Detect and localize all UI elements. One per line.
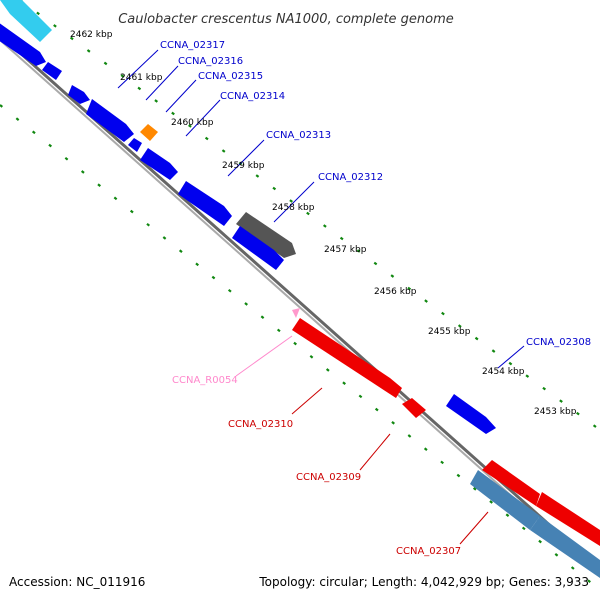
gene-ccna-02315 — [68, 85, 90, 104]
gene-steel-b — [530, 516, 600, 578]
gene-label-ccna-02312[interactable]: CCNA_02312 — [318, 172, 383, 183]
backbone-line-bottom — [0, 39, 600, 576]
scale-label: 2453 kbp — [534, 407, 577, 417]
gene-small — [128, 138, 142, 152]
scale-label: 2456 kbp — [374, 287, 417, 297]
leader-ccna-02307 — [459, 511, 489, 545]
gene-steel-a — [470, 470, 540, 530]
gene-ccna-r0054 — [292, 308, 300, 318]
leader-ccna-02317 — [117, 49, 159, 89]
gene-labels: CCNA_02317 CCNA_02316 CCNA_02315 CCNA_02… — [160, 40, 591, 557]
leader-ccna-02316 — [145, 65, 179, 101]
gene-ccna-02308 — [446, 394, 496, 434]
gene-ccna-02307-a — [482, 460, 540, 506]
gene-label-ccna-02317[interactable]: CCNA_02317 — [160, 40, 225, 51]
leader-ccna-r0054 — [235, 335, 293, 377]
leader-ccna-02310 — [291, 387, 323, 415]
gene-ccna-02310 — [292, 318, 402, 398]
leader-ccna-02315 — [165, 79, 197, 113]
gene-label-ccna-02308[interactable]: CCNA_02308 — [526, 337, 591, 348]
gene-label-ccna-02314[interactable]: CCNA_02314 — [220, 91, 285, 102]
gene-label-ccna-02315[interactable]: CCNA_02315 — [198, 71, 263, 82]
scale-label: 2457 kbp — [324, 245, 367, 255]
gene-label-ccna-02313[interactable]: CCNA_02313 — [266, 130, 331, 141]
gene-label-ccna-02316[interactable]: CCNA_02316 — [178, 56, 243, 67]
features-inner — [292, 308, 600, 578]
topology-text: Topology: circular; Length: 4,042,929 bp… — [258, 575, 589, 589]
gene-ccna-02307-b — [536, 492, 600, 546]
inner-tick-guide — [0, 104, 600, 591]
gene-ccna-02313-b — [178, 181, 232, 226]
leader-lines — [117, 49, 525, 545]
leader-ccna-02314 — [185, 99, 221, 137]
gene-label-ccna-r0054[interactable]: CCNA_R0054 — [172, 375, 238, 386]
gene-ccna-02317 — [0, 23, 46, 66]
scale-labels: 2462 kbp 2461 kbp 2460 kbp 2459 kbp 2458… — [70, 30, 577, 417]
gene-ccna-02313-a — [140, 148, 178, 180]
scale-label: 2459 kbp — [222, 161, 265, 171]
gene-label-ccna-02310[interactable]: CCNA_02310 — [228, 419, 293, 430]
features-outer — [0, 0, 496, 434]
gene-ccna-02314 — [86, 99, 134, 142]
gene-ccna-02316 — [42, 62, 62, 80]
scale-label: 2460 kbp — [171, 118, 214, 128]
map-title: Caulobacter crescentus NA1000, complete … — [118, 12, 454, 27]
leader-ccna-02309 — [359, 433, 391, 471]
leader-ccna-02313 — [227, 139, 265, 177]
leader-ccna-02312 — [273, 181, 315, 223]
gene-pseudo — [140, 124, 158, 141]
scale-label: 2455 kbp — [428, 327, 471, 337]
scale-label: 2462 kbp — [70, 30, 113, 40]
outer-tick-guide — [19, 0, 600, 431]
gene-ccna-02312 — [236, 212, 296, 258]
scale-label: 2454 kbp — [482, 367, 525, 377]
gene-label-ccna-02307[interactable]: CCNA_02307 — [396, 546, 461, 557]
leader-ccna-02308 — [497, 345, 525, 369]
gene-ccna-02311 — [232, 226, 284, 270]
accession-text: Accession: NC_011916 — [9, 575, 145, 589]
gene-ccna-02309 — [402, 398, 426, 418]
gene-label-ccna-02309[interactable]: CCNA_02309 — [296, 472, 361, 483]
scale-label: 2458 kbp — [272, 203, 315, 213]
gene-top-light — [0, 0, 52, 42]
scale-label: 2461 kbp — [120, 73, 163, 83]
